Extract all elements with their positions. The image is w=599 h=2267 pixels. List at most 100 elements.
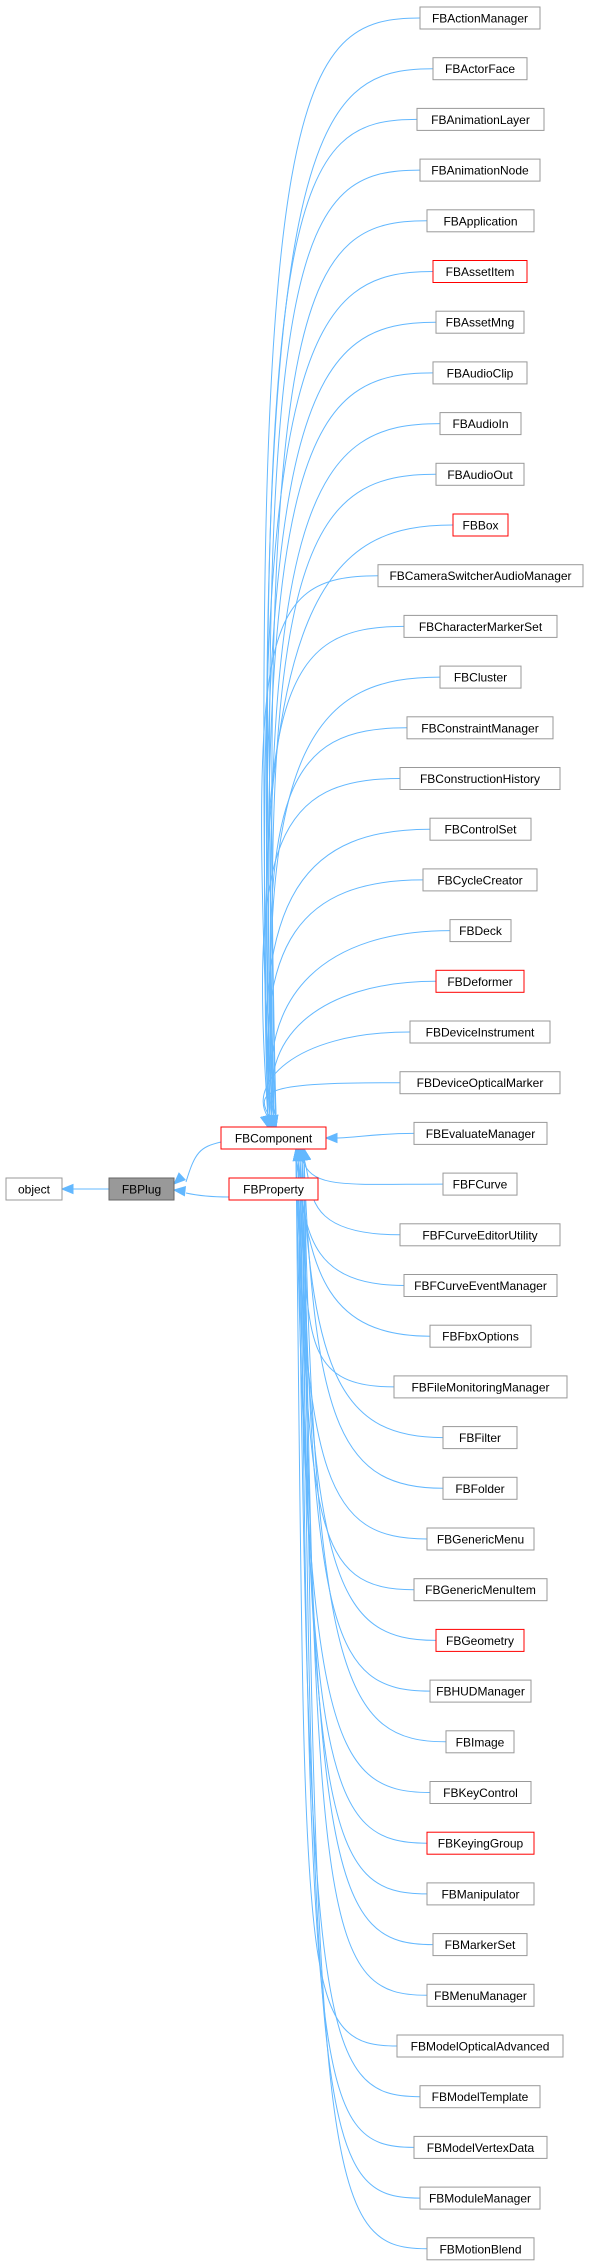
node-box [426,209,535,233]
class-node-fbmenumanager[interactable]: FBMenuManager [426,1983,535,2007]
class-node-fbcharactermarkerset[interactable]: FBCharacterMarkerSet [403,614,558,638]
class-node-fbdeck[interactable]: FBDeck [449,919,512,943]
node-label: FBComponent [235,1132,313,1146]
edge-fbcharactermarkerset [266,625,405,1118]
class-node-fbcyclecreator[interactable]: FBCycleCreator [422,868,538,892]
class-node-fbcontrolset[interactable]: FBControlSet [429,817,532,841]
node-label: FBCycleCreator [437,873,522,887]
class-node-fbimage[interactable]: FBImage [445,1730,515,1754]
node-box [432,57,528,81]
node-label: FBFbxOptions [442,1330,519,1344]
edge-fbevaluatemanager [335,1132,415,1139]
class-node-fbfcurve[interactable]: FBFCurve [442,1172,518,1196]
edge-fbassetitem [263,271,434,1118]
class-node-fbfcurveeventmanager[interactable]: FBFCurveEventManager [403,1274,558,1297]
class-node-fbfbxoptions[interactable]: FBFbxOptions [429,1324,532,1348]
class-node-fbmanipulator[interactable]: FBManipulator [426,1882,535,1906]
class-node-fbkeyinggroup[interactable]: FBKeyingGroup [426,1831,535,1855]
class-node-fbfilter[interactable]: FBFilter [442,1426,518,1450]
node-box [5,1177,63,1201]
node-box [399,767,561,790]
node-label: FBConstraintManager [421,721,538,735]
node-box [442,1476,518,1500]
class-node-fbgeometry[interactable]: FBGeometry [435,1628,525,1652]
edge-fbdeviceinstrument [262,1031,411,1118]
class-node-fbbox[interactable]: FBBox [452,513,509,537]
node-box [419,158,541,182]
node-box [396,2034,564,2058]
class-node-fbapplication[interactable]: FBApplication [426,209,535,233]
class-node-fbmodulemanager[interactable]: FBModuleManager [419,2186,541,2210]
class-node-fbdeviceopticalmarker[interactable]: FBDeviceOpticalMarker [399,1071,561,1095]
edge-fbconstraintmanager [269,727,408,1118]
class-node-fbconstructionhistory[interactable]: FBConstructionHistory [399,767,561,790]
node-fbproperty[interactable]: FBProperty [228,1177,319,1201]
edge-fbfolder [303,1158,444,1489]
class-node-fbhudmanager[interactable]: FBHUDManager [429,1679,532,1703]
node-fbcomponent[interactable]: FBComponent [220,1126,327,1150]
edge-fbimage [303,1158,447,1743]
node-label: FBFCurveEditorUtility [422,1228,537,1242]
node-label: FBAudioOut [447,468,513,482]
node-box [419,2085,541,2109]
class-node-fbgenericmenuitem[interactable]: FBGenericMenuItem [413,1578,548,1602]
class-node-fbfolder[interactable]: FBFolder [442,1476,518,1500]
class-node-fbevaluatemanager[interactable]: FBEvaluateManager [413,1121,548,1145]
class-node-fbactionmanager[interactable]: FBActionManager [419,6,541,30]
node-box [419,6,541,30]
edge-fbactorface [265,68,434,1118]
node-label: FBKeyingGroup [438,1837,524,1851]
node-object[interactable]: object [5,1177,63,1201]
class-node-fbdeformer[interactable]: FBDeformer [435,969,525,993]
class-node-fbmodeltemplate[interactable]: FBModelTemplate [419,2085,541,2109]
class-node-fbanimationlayer[interactable]: FBAnimationLayer [416,107,545,131]
node-label: FBCameraSwitcherAudioManager [389,569,571,583]
class-node-fbaudioclip[interactable]: FBAudioClip [432,361,528,385]
edge-fbcyclecreator [267,879,424,1118]
node-label: FBProperty [243,1183,304,1197]
node-label: FBMotionBlend [439,2242,521,2256]
class-node-fbdeviceinstrument[interactable]: FBDeviceInstrument [409,1020,551,1044]
class-node-fbanimationnode[interactable]: FBAnimationNode [419,158,541,182]
node-box [429,817,532,841]
class-node-fbassetmng[interactable]: FBAssetMng [435,310,525,334]
node-fbplug[interactable]: FBPlug [108,1177,175,1201]
class-node-fbconstraintmanager[interactable]: FBConstraintManager [406,716,554,740]
edge-fbmenumanager [303,1158,428,1996]
class-node-fbaudioin[interactable]: FBAudioIn [439,412,522,436]
node-label: FBAnimationNode [431,164,529,178]
class-node-fbassetitem[interactable]: FBAssetItem [432,260,528,283]
node-box [416,107,545,131]
class-node-fbaudioout[interactable]: FBAudioOut [435,462,525,486]
arrowhead-object [60,1183,74,1195]
class-node-fbmotionblend[interactable]: FBMotionBlend [426,2237,535,2261]
node-label: FBGenericMenuItem [425,1583,536,1597]
node-box [435,1628,525,1652]
class-node-fbfilemonitoringmanager[interactable]: FBFileMonitoringManager [393,1375,568,1399]
class-node-fbgenericmenu[interactable]: FBGenericMenu [426,1527,535,1551]
class-node-fbkeycontrol[interactable]: FBKeyControl [429,1781,532,1804]
node-box [399,1223,561,1247]
edge-fbcluster [269,676,441,1118]
node-label: FBAudioClip [447,366,514,380]
node-label: FBCharacterMarkerSet [419,620,543,634]
node-label: FBFilter [459,1431,501,1445]
class-node-fbmarkerset[interactable]: FBMarkerSet [432,1933,528,1957]
class-node-fbmodelopticaladvanced[interactable]: FBModelOpticalAdvanced [396,2034,564,2058]
edge-fbaudioclip [267,372,434,1118]
node-box [452,513,509,537]
class-node-fbfcurveeditorutility[interactable]: FBFCurveEditorUtility [399,1223,561,1247]
node-label: FBFolder [455,1482,504,1496]
node-label: FBDeviceOpticalMarker [417,1076,544,1090]
node-label: FBImage [456,1735,505,1749]
arrowhead-fbdeviceopticalmarker [262,1114,273,1129]
edge-fbactionmanager [263,17,421,1118]
node-label: FBEvaluateManager [426,1127,535,1141]
class-node-fbmodelvertexdata[interactable]: FBModelVertexData [413,2135,548,2159]
edge-fbmodeltemplate [297,1158,421,2098]
class-node-fbcluster[interactable]: FBCluster [439,665,522,689]
node-label: FBFileMonitoringManager [411,1380,549,1394]
class-node-fbcameraswitcheraudiomanager[interactable]: FBCameraSwitcherAudioManager [377,564,584,588]
class-node-fbactorface[interactable]: FBActorFace [432,57,528,81]
